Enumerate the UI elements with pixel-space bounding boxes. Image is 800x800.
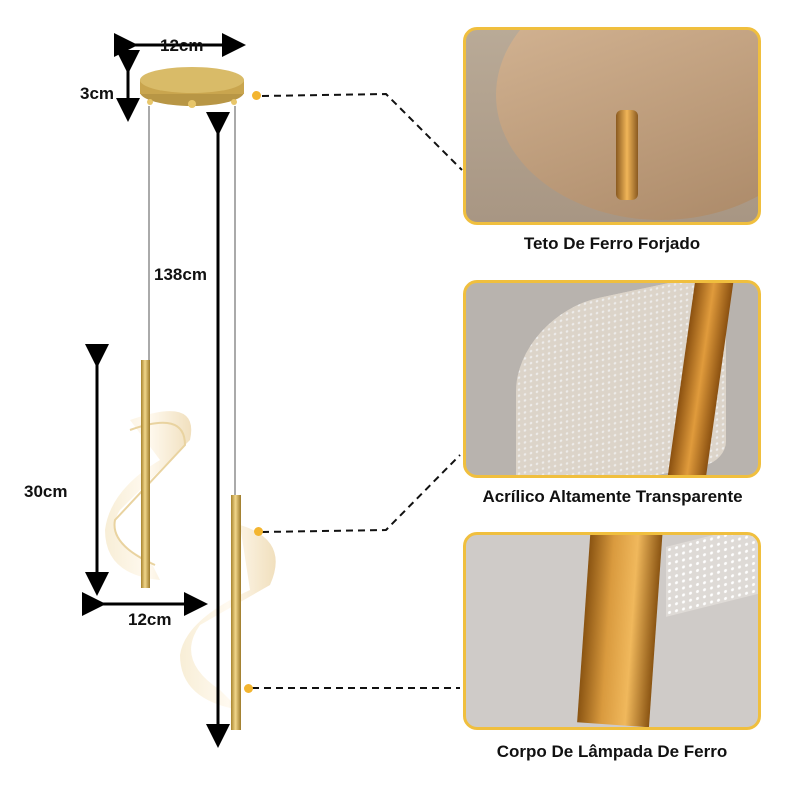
cable-length-label: 138cm bbox=[154, 265, 207, 284]
callout-dot-body bbox=[244, 684, 253, 693]
callout-dot-canopy bbox=[252, 91, 261, 100]
canopy-closeup-image bbox=[463, 27, 761, 225]
callout-dot-acrylic bbox=[254, 527, 263, 536]
canopy-width-label: 12cm bbox=[160, 36, 204, 55]
canopy-height-label: 3cm bbox=[80, 84, 115, 103]
lamp-body-closeup-image bbox=[463, 532, 761, 730]
shade-width-label: 12cm bbox=[128, 610, 172, 629]
callout-caption-canopy: Teto De Ferro Forjado bbox=[523, 234, 701, 253]
shade-height-label: 30cm bbox=[24, 482, 68, 501]
acrylic-closeup-image bbox=[463, 280, 761, 478]
callout-caption-acrylic: Acrílico Altamente Transparente bbox=[482, 487, 743, 506]
callout-caption-body: Corpo De Lâmpada De Ferro bbox=[496, 742, 728, 761]
